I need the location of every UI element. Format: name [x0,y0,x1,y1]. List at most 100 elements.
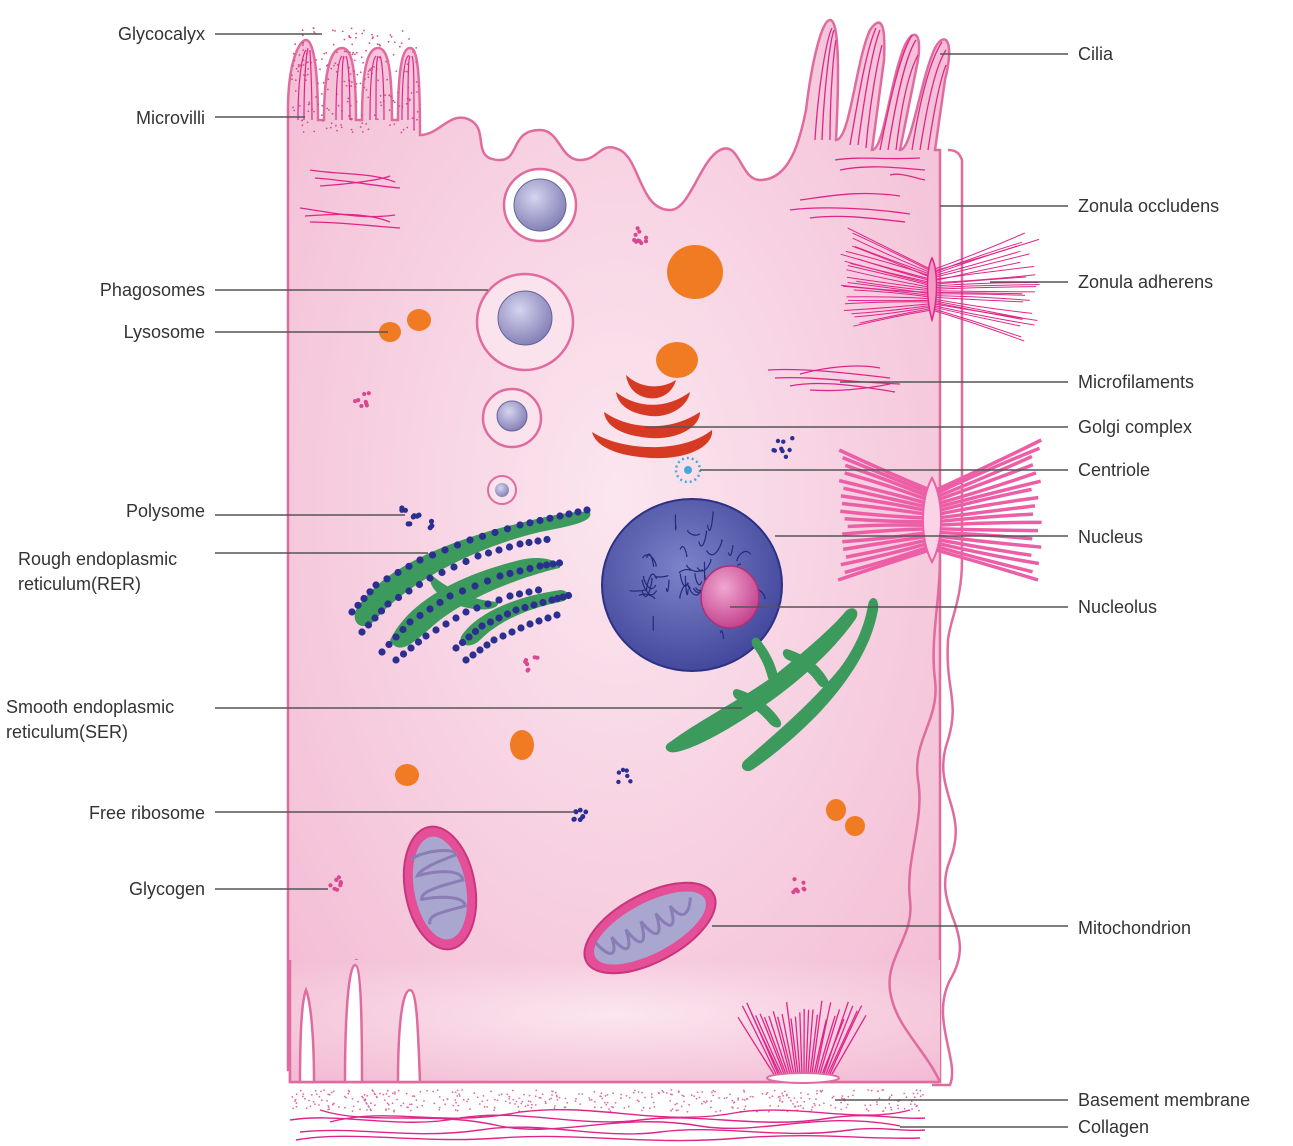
basement-granule [637,1099,639,1101]
glycocalyx-granule [336,130,338,132]
basement-granule [530,1101,532,1103]
basement-granule [922,1094,924,1096]
ribosome [504,610,511,617]
basement-granule [629,1097,631,1099]
glycocalyx-granule [406,127,408,129]
basement-granule [744,1108,746,1110]
glycogen-granule [338,883,342,887]
basement-granule [737,1107,739,1109]
ribosome [508,628,515,635]
basement-granule [914,1103,916,1105]
glycocalyx-granule [291,74,293,76]
ribosome [473,604,480,611]
ribosome [354,602,361,609]
ribosome [525,588,532,595]
basement-granule [651,1096,653,1098]
basement-granule [400,1105,402,1107]
glycocalyx-granule [308,102,310,104]
basement-granule [813,1103,815,1105]
basement-granule [535,1095,537,1097]
glycocalyx-granule [386,79,388,81]
basement-granule [362,1097,364,1099]
ribosome-cluster-granule [625,774,629,778]
basement-granule [732,1100,734,1102]
basement-granule [734,1101,736,1103]
basement-granule [778,1105,780,1107]
basement-granule [535,1104,537,1106]
ribosome-cluster-granule [784,455,788,459]
basement-granule [890,1107,892,1109]
glycogen-granule [526,668,530,672]
basement-granule [439,1096,441,1098]
basement-granule [772,1095,774,1097]
basement-granule [457,1110,459,1112]
basement-granule [314,1103,316,1105]
glycocalyx-granule [321,58,323,60]
basement-granule [914,1096,916,1098]
basement-granule [528,1100,530,1102]
basement-granule [565,1106,567,1108]
glycocalyx-granule [341,126,343,128]
basement-granule [711,1092,713,1094]
glycocalyx-granule [302,44,304,46]
basement-granule [344,1096,346,1098]
basement-granule [291,1096,293,1098]
ribosome [422,632,429,639]
basement-granule [688,1104,690,1106]
glycocalyx-granule [298,64,300,66]
basement-granule [459,1095,461,1097]
glycocalyx-granule [342,31,344,33]
glycogen-granule [634,233,638,237]
basement-granule [674,1104,676,1106]
basement-granule [452,1105,454,1107]
ribosome [406,618,413,625]
basement-granule [519,1098,521,1100]
basement-granule [326,1100,328,1102]
basement-granule [372,1090,374,1092]
basement-granule [888,1103,890,1105]
basement-granule [904,1108,906,1110]
glycocalyx-granule [377,35,379,37]
ribosome [358,628,365,635]
basement-granule [788,1097,790,1099]
basement-granule [641,1110,643,1112]
basement-granule [525,1105,527,1107]
basement-granule [551,1094,553,1096]
basement-granule [498,1094,500,1096]
basement-granule [565,1098,567,1100]
glycocalyx-granule [302,49,304,51]
ribosome [465,633,472,640]
ribosome [506,543,513,550]
glycogen-granule [328,883,332,887]
basement-granule [578,1093,580,1095]
basement-granule [313,1101,315,1103]
ribosome [395,594,402,601]
basement-granule [387,1090,389,1092]
basement-granule [891,1094,893,1096]
basement-granule [903,1093,905,1095]
glycocalyx-granule [411,92,413,94]
basement-granule [620,1097,622,1099]
ribosome [495,546,502,553]
basement-granule [509,1102,511,1104]
basement-granule [913,1093,915,1095]
glycocalyx-granule [384,94,386,96]
label-mitochondrion: Mitochondrion [1078,918,1191,938]
glycocalyx-granule [377,43,379,45]
glycocalyx-granule [326,108,328,110]
ribosome-cluster-granule [790,436,794,440]
glycocalyx-granule [416,91,418,93]
label-golgi-complex: Golgi complex [1078,417,1192,437]
basement-granule [385,1109,387,1111]
ribosome [484,577,491,584]
basement-granule [779,1098,781,1100]
basement-granule [589,1099,591,1101]
basement-granule [393,1110,395,1112]
basement-granule [811,1109,813,1111]
glycocalyx-granule [354,60,356,62]
basement-granule [458,1093,460,1095]
glycocalyx-granule [365,123,367,125]
basement-granule [768,1111,770,1113]
ribosome [385,641,392,648]
basement-granule [790,1100,792,1102]
